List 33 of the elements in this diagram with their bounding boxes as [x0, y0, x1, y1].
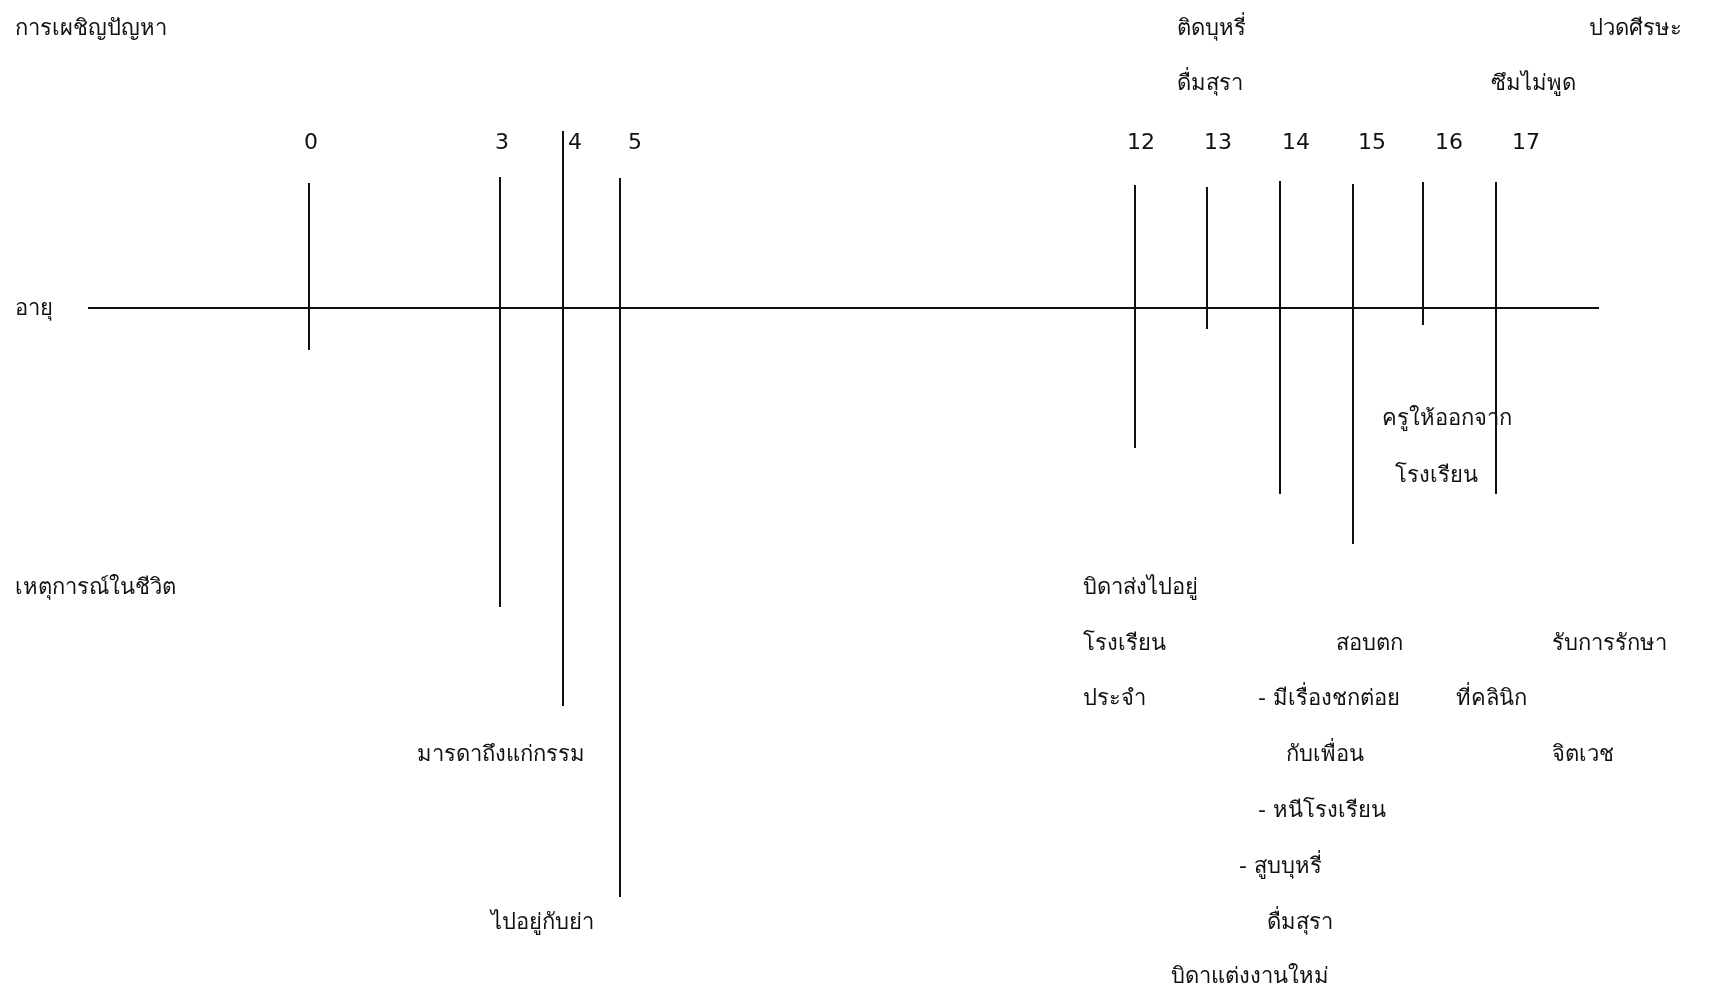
- age-tick-label: 5: [628, 128, 642, 156]
- timeline-text: ปวดศีรษะ: [1589, 14, 1682, 42]
- timeline-text: ดื่มสุรา: [1177, 69, 1243, 97]
- timeline-text: การเผชิญปัญหา: [15, 14, 167, 42]
- timeline-text: - มีเรื่องชกต่อย: [1258, 684, 1400, 712]
- age-tick-label: 14: [1282, 128, 1310, 156]
- timeline-text: สอบตก: [1336, 629, 1403, 657]
- age-tick-label: 12: [1127, 128, 1155, 156]
- timeline-text: โรงเรียน: [1395, 461, 1478, 489]
- age-tick-label: 3: [495, 128, 509, 156]
- timeline-text: รับการรักษา: [1552, 629, 1667, 657]
- age-tick-label: 13: [1204, 128, 1232, 156]
- timeline-text: ประจำ: [1083, 684, 1146, 712]
- timeline-text: เหตุการณ์ในชีวิต: [15, 573, 176, 601]
- timeline-text: ไปอยู่กับย่า: [491, 908, 594, 936]
- timeline-text: กับเพื่อน: [1286, 740, 1364, 768]
- timeline-text: ดื่มสุรา: [1267, 908, 1333, 936]
- timeline-text: ติดบุหรี่: [1177, 14, 1246, 42]
- timeline-text: ที่คลินิก: [1456, 684, 1527, 712]
- age-tick-label: 4: [568, 128, 582, 156]
- timeline-text: บิดาส่งไปอยู่: [1083, 573, 1198, 601]
- timeline-text: โรงเรียน: [1083, 629, 1166, 657]
- timeline-text: มารดาถึงแก่กรรม: [417, 740, 585, 768]
- age-tick-label: 15: [1358, 128, 1386, 156]
- timeline-text: ซึมไม่พูด: [1491, 69, 1576, 97]
- timeline-text: บิดาแต่งงานใหม่: [1171, 962, 1329, 990]
- timeline-text: อายุ: [15, 294, 53, 322]
- age-tick-label: 17: [1512, 128, 1540, 156]
- timeline-text: - หนีโรงเรียน: [1258, 796, 1386, 824]
- age-tick-label: 0: [304, 128, 318, 156]
- timeline-text: จิตเวช: [1552, 740, 1614, 768]
- timeline-text: - สูบบุหรี่: [1239, 852, 1322, 880]
- age-tick-label: 16: [1435, 128, 1463, 156]
